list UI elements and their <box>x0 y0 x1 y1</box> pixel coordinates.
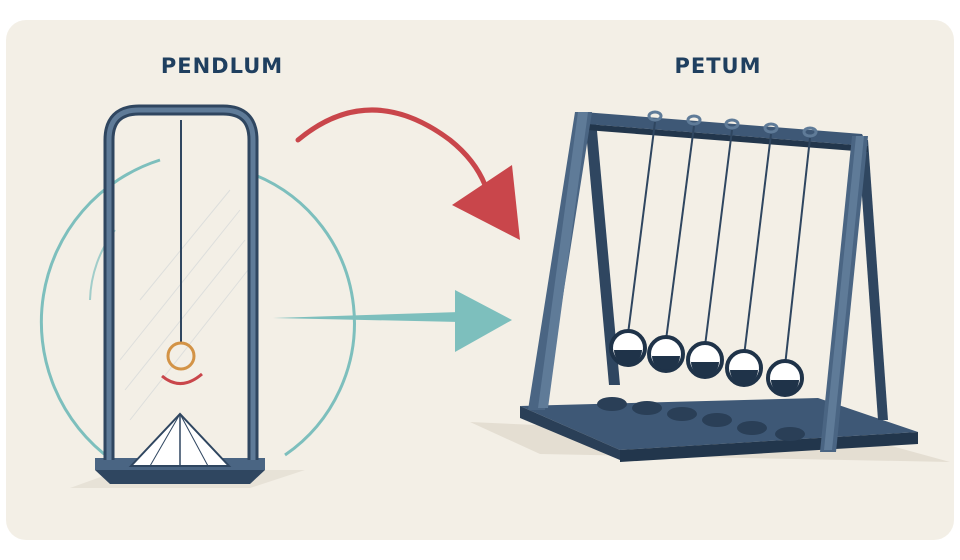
newtons-cradle-icon <box>470 110 950 462</box>
curved-arrow-icon <box>295 107 520 240</box>
pendulum-title: PENDLUM <box>160 54 284 78</box>
bob-motion-mark <box>161 372 203 385</box>
pendulum-base-front <box>95 470 265 484</box>
straight-arrow-icon <box>273 290 512 352</box>
cradle-ball <box>686 341 724 379</box>
cradle-back-left-leg <box>585 120 620 385</box>
cradle-ball <box>647 335 685 373</box>
pendulum-bob <box>166 341 196 371</box>
cradle-title: PETUM <box>674 54 762 78</box>
cradle-base-front-face <box>620 432 918 462</box>
pendulum-icon <box>39 104 356 488</box>
cradle-ball <box>766 359 804 397</box>
cradle-base-left-face <box>520 406 620 460</box>
motion-hatching <box>119 189 249 421</box>
swing-arc-left <box>39 158 161 462</box>
cradle-ball <box>725 349 763 387</box>
cradle-ball <box>609 329 647 367</box>
swing-arc-right <box>254 173 356 457</box>
bar-hooks <box>647 110 818 138</box>
cradle-back-right-leg <box>858 140 888 420</box>
pendulum-frame-inner <box>106 107 256 460</box>
ball-shadows <box>597 397 805 441</box>
cradle-balls <box>609 329 804 397</box>
cradle-strings <box>627 121 811 367</box>
